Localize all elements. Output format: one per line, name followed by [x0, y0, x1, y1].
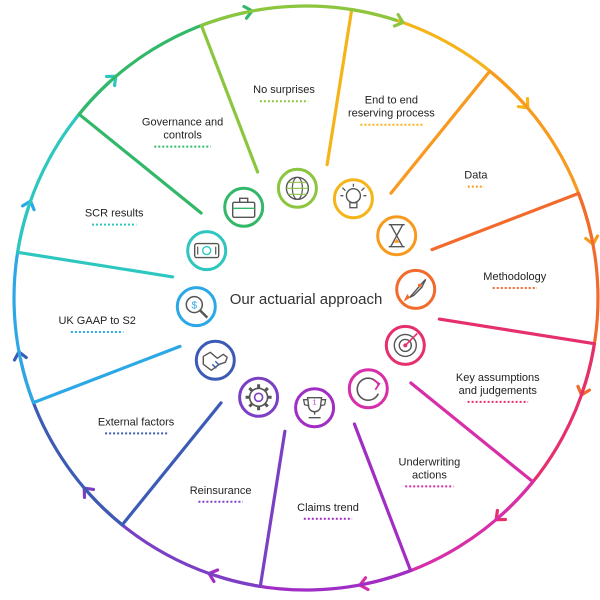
segment-arrow	[365, 381, 535, 586]
briefcase-icon	[223, 186, 265, 228]
segment-arrow	[18, 357, 223, 527]
icons-layer: 1$	[175, 167, 437, 429]
segment-label: and judgements	[459, 385, 538, 397]
svg-text:1: 1	[313, 400, 317, 407]
segment-label: Key assumptions	[456, 372, 540, 384]
segment-arrow	[87, 429, 287, 588]
hourglass-icon	[376, 215, 418, 257]
segment-arrow	[325, 8, 525, 167]
segment-arrow	[12, 206, 182, 405]
arrowhead	[392, 13, 405, 28]
svg-text:$: $	[192, 301, 198, 312]
segment-label: End to end	[365, 95, 418, 107]
globe-icon	[276, 167, 318, 209]
segment-scr-results: SCR results	[16, 74, 175, 279]
segment-label: SCR results	[85, 208, 144, 220]
segment-label: controls	[163, 130, 202, 142]
segment-methodology: Methodology	[430, 191, 600, 397]
gear-icon	[238, 376, 280, 418]
segment-arrow	[16, 79, 175, 279]
segment-label: No surprises	[253, 84, 315, 96]
trophy-icon: 1	[294, 387, 336, 429]
cash-icon	[186, 230, 228, 272]
segment-label: Underwriting	[399, 456, 461, 468]
segment-arrow	[77, 10, 247, 215]
segment-external-factors: External factors	[12, 350, 223, 527]
center-title: Our actuarial approach	[230, 291, 383, 308]
segment-data: Data	[389, 69, 600, 246]
handshake-icon	[194, 339, 236, 381]
segment-label: reserving process	[348, 108, 435, 120]
segment-label: Governance and	[142, 117, 223, 129]
rocket-icon	[395, 268, 437, 310]
segment-label: Data	[464, 170, 488, 182]
segment-label: Claims trend	[297, 502, 359, 514]
money-search-icon: $	[175, 286, 217, 328]
segment-arrow	[199, 4, 398, 174]
segment-reinsurance: Reinsurance	[82, 429, 287, 588]
lightbulb-icon	[332, 178, 374, 220]
segment-label: actions	[412, 469, 447, 481]
segment-label: External factors	[98, 416, 175, 428]
segment-claims-trend: Claims trend	[207, 422, 413, 592]
refresh-icon	[347, 368, 389, 410]
segment-label: UK GAAP to S2	[58, 315, 135, 327]
segment-arrow	[437, 317, 596, 517]
segment-uk-gaap-to-s2: UK GAAP to S2	[12, 199, 182, 405]
segment-label: Reinsurance	[190, 485, 252, 497]
target-icon	[384, 324, 426, 366]
segment-no-surprises: No surprises	[199, 4, 405, 174]
segment-label: Methodology	[483, 271, 546, 283]
segment-arrow	[389, 69, 594, 239]
segment-arrow	[430, 191, 600, 390]
